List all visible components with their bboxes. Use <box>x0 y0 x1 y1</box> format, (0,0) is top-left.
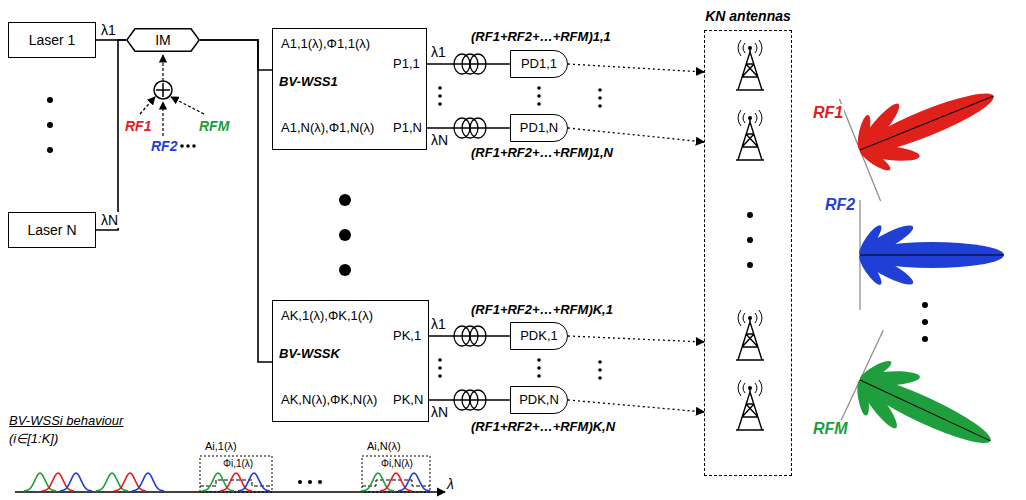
fiber-coil <box>470 54 486 74</box>
beam-label: RFM <box>812 420 849 438</box>
axis-label: λ <box>446 476 455 492</box>
box-label: Laser 1 <box>29 32 76 48</box>
wireless-link <box>568 336 704 342</box>
photodiode-label: PDK,N <box>519 393 559 408</box>
photodiode: PD1,1 <box>510 50 568 78</box>
filter-label: Φi,1(λ) <box>222 458 254 470</box>
box-label: Laser N <box>27 222 76 238</box>
inset-note: (i∈[1:K]) <box>8 432 59 447</box>
rf-signal-label: RFM <box>198 118 230 134</box>
modulator-hexagon: IM <box>126 28 200 52</box>
rf-signal-label: RF1 <box>124 118 152 134</box>
fiber-coil <box>470 326 486 346</box>
spectral-peak <box>60 473 92 491</box>
spectral-peak <box>238 473 270 491</box>
wireless-link <box>568 128 704 142</box>
photodiode-label: PD1,1 <box>521 57 557 72</box>
fiber-link <box>427 127 510 129</box>
wavelength-label: λ1 <box>430 316 447 332</box>
fiber-link <box>427 63 510 65</box>
combined-signal-label: (RF1+RF2+…+RFM)1,1 <box>470 30 612 45</box>
spectral-peak <box>380 473 412 491</box>
photodiode-label: PDK,1 <box>520 329 558 344</box>
fiber-coil <box>470 390 486 410</box>
wss-box: A1,1(λ),Φ1,1(λ) P1,1BV-WSS1A1,N(λ),Φ1,N(λ… <box>272 28 427 150</box>
combined-signal-label: (RF1+RF2+…+RFM)K,1 <box>470 303 614 318</box>
photodiode: PDK,N <box>510 386 568 414</box>
array-title: KN antennas <box>704 8 792 24</box>
spectral-peak <box>114 473 146 491</box>
spectral-peak <box>24 473 56 491</box>
wavelength-label: λN <box>430 132 449 148</box>
block-title: BV-WSSK <box>279 347 340 362</box>
laser-box: Laser 1 <box>8 22 96 58</box>
filter-label: Φi,N(λ) <box>380 458 414 470</box>
antenna-array: KN antennas <box>704 8 792 476</box>
filter-param: A1,N(λ),Φ1,N(λ) <box>281 121 374 136</box>
spectral-peak <box>96 473 128 491</box>
fiber-coils <box>454 54 486 410</box>
spectral-peak <box>220 473 252 491</box>
fiber-link <box>96 40 126 230</box>
fiber-link <box>200 40 272 70</box>
spectral-peak <box>398 473 430 491</box>
combined-signal-label: (RF1+RF2+…+RFM)K,N <box>470 420 616 435</box>
spectral-peak <box>202 473 234 491</box>
inset-title: BV-WSSi behaviour <box>8 414 124 429</box>
wavelength-label: λN <box>100 212 119 228</box>
dashed-frame <box>704 30 792 476</box>
box-label: IM <box>155 32 171 48</box>
fiber-link <box>200 40 272 362</box>
beam-label: RF1 <box>812 104 844 122</box>
wavelength-label: λ1 <box>100 22 117 38</box>
wss-box: AK,1(λ),ΦK,1(λ) PK,1BV-WSSK AK,N(λ),ΦK,N(λ… <box>272 300 429 422</box>
rf-signal-label: RF2 <box>150 138 178 154</box>
spectral-peak <box>42 473 74 491</box>
filter-param: A1,1(λ),Φ1,1(λ) <box>281 37 370 52</box>
port-label: P1,1 <box>393 57 420 72</box>
laser-box: Laser N <box>8 212 96 248</box>
beam-pattern <box>833 45 1014 491</box>
wireless-link <box>568 400 704 412</box>
beam-label: RF2 <box>824 196 856 214</box>
fiber-coil <box>470 118 486 138</box>
spectral-peak <box>362 473 394 491</box>
spectrum-inset <box>15 456 445 492</box>
spectral-peak <box>132 473 164 491</box>
filter-label: Ai,N(λ) <box>366 440 402 453</box>
filter-param: AK,N(λ),ΦK,N(λ) <box>281 393 377 408</box>
wireless-link <box>568 64 704 72</box>
wavelength-label: λN <box>430 404 449 420</box>
antenna-tower <box>736 40 764 430</box>
port-label: P1,N <box>393 121 422 136</box>
filter-param: AK,1(λ),ΦK,1(λ) <box>281 309 373 324</box>
photodiode-label: PD1,N <box>520 121 558 136</box>
ellipsis-dots <box>47 86 928 484</box>
port-label: PK,1 <box>393 329 421 344</box>
combined-signal-label: (RF1+RF2+…+RFM)1,N <box>470 146 614 161</box>
port-label: PK,N <box>393 393 423 408</box>
photodiode: PDK,1 <box>510 322 568 350</box>
hexagon-shape <box>127 29 199 51</box>
filter-label: Ai,1(λ) <box>204 440 238 453</box>
block-title: BV-WSS1 <box>279 75 338 90</box>
wavelength-label: λ1 <box>430 44 447 60</box>
photodiode: PD1,N <box>510 114 568 142</box>
